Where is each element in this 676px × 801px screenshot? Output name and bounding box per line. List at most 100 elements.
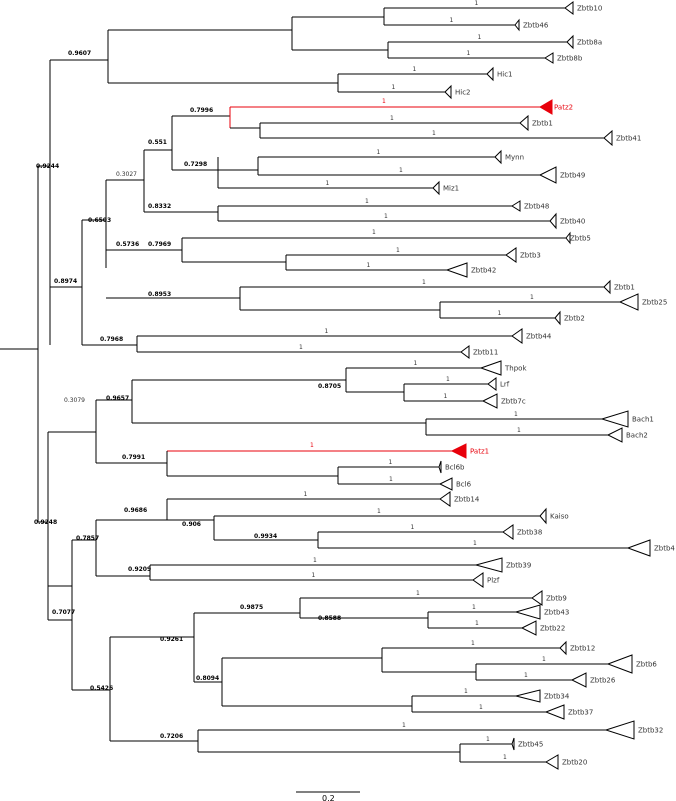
clade-triangle xyxy=(606,654,633,674)
support-value: 0.5736 xyxy=(116,241,139,248)
clade-triangle xyxy=(438,460,442,474)
clade-triangle xyxy=(444,84,452,100)
clade-triangle xyxy=(626,539,651,557)
taxon-label: Bach2 xyxy=(626,432,648,440)
clade-triangle xyxy=(494,149,502,165)
clade-triangle xyxy=(559,640,567,656)
taxon-label: Zbtb2 xyxy=(564,315,585,323)
taxon-label: Zbtb40 xyxy=(560,218,585,226)
support-value: 1 xyxy=(524,672,528,679)
support-value: 0.8588 xyxy=(318,615,341,622)
support-value: 1 xyxy=(467,50,471,57)
clade-triangle xyxy=(487,377,497,391)
support-value: 1 xyxy=(313,557,317,564)
support-value: 1 xyxy=(377,508,381,515)
support-value: 0.9209 xyxy=(128,566,151,573)
support-value: 0.7298 xyxy=(184,161,207,168)
support-value: 0.8094 xyxy=(196,675,219,682)
support-value: 1 xyxy=(325,328,329,335)
support-value: 0.9686 xyxy=(124,507,147,514)
clade-triangle xyxy=(481,393,498,409)
support-value: 1 xyxy=(399,167,403,174)
support-value: 1 xyxy=(396,247,400,254)
support-value: 1 xyxy=(389,459,393,466)
support-value: 1 xyxy=(384,213,388,220)
taxon-label: Zbtb41 xyxy=(616,135,641,143)
clade-triangle xyxy=(520,620,537,636)
support-value: 0.551 xyxy=(148,139,167,146)
support-value: 0.9248 xyxy=(34,519,57,526)
support-value: 0.9244 xyxy=(36,163,59,170)
support-value: 1 xyxy=(486,736,490,743)
clade-triangle xyxy=(450,443,467,459)
taxon-label: Zbtb38 xyxy=(517,529,542,537)
taxon-label: Bach1 xyxy=(632,416,654,424)
clade-triangle xyxy=(604,720,635,740)
clade-triangle xyxy=(445,262,468,278)
support-value: 1 xyxy=(390,115,394,122)
support-value: 1 xyxy=(367,262,371,269)
clade-triangle xyxy=(564,1,574,15)
support-value: 1 xyxy=(446,376,450,383)
support-value: 1 xyxy=(475,620,479,627)
support-value: 1 xyxy=(312,572,316,579)
support-value: 0.7857 xyxy=(76,535,99,542)
clade-triangle xyxy=(549,212,557,230)
taxon-label: Hic2 xyxy=(455,89,471,97)
clade-triangle xyxy=(505,247,517,263)
support-value: 1 xyxy=(392,84,396,91)
support-value: 0.3079 xyxy=(64,397,85,404)
clade-triangle xyxy=(539,507,547,525)
support-value: 1 xyxy=(414,360,418,367)
taxon-label: Zbtb43 xyxy=(544,609,569,617)
support-value: 1 xyxy=(530,294,534,301)
clade-triangle xyxy=(566,34,574,50)
support-value: 0.5426 xyxy=(90,685,113,692)
clade-triangle xyxy=(511,737,515,751)
support-value: 0.7077 xyxy=(52,609,75,616)
taxon-label: Zbtb8b xyxy=(557,55,583,63)
taxon-label: Zbtb11 xyxy=(473,349,498,357)
clade-triangle xyxy=(460,345,470,359)
taxon-label: Zbtb46 xyxy=(523,22,549,30)
clade-triangle xyxy=(502,524,514,540)
support-value: 1 xyxy=(326,180,330,187)
support-value: 1 xyxy=(310,442,314,449)
taxon-label: Hic1 xyxy=(497,71,513,79)
clade-triangle xyxy=(618,293,639,311)
support-value: 1 xyxy=(411,524,415,531)
taxon-label: Plzf xyxy=(487,577,500,585)
clade-triangle xyxy=(511,328,523,344)
support-value: 1 xyxy=(471,640,475,647)
taxon-label: Zbtb42 xyxy=(471,267,496,275)
support-value: 1 xyxy=(389,476,393,483)
clade-triangle xyxy=(511,200,521,212)
scale-bar-label: 0.2 xyxy=(322,794,335,801)
support-value: 0.9261 xyxy=(160,636,183,643)
support-value: 1 xyxy=(382,98,386,105)
support-value: 1 xyxy=(498,310,502,317)
clade-triangle xyxy=(479,360,502,376)
taxon-label: Zbtb9 xyxy=(546,595,567,603)
clade-triangle xyxy=(538,166,557,184)
clade-triangle xyxy=(544,704,565,720)
taxon-label: Zbtb1 xyxy=(614,284,635,292)
clade-triangle xyxy=(600,410,629,428)
clade-triangle xyxy=(544,52,554,64)
clade-triangle xyxy=(438,477,453,491)
clade-triangle xyxy=(472,572,484,588)
clade-triangle xyxy=(515,689,541,703)
taxon-label: Zbtb22 xyxy=(540,625,565,633)
support-value: 1 xyxy=(542,656,546,663)
taxon-label: Zbtb32 xyxy=(638,727,663,735)
clade-triangle xyxy=(519,114,529,132)
clade-triangle xyxy=(514,18,520,32)
taxon-label: Thpok xyxy=(504,365,527,373)
taxon-label: Zbtb49 xyxy=(560,172,585,180)
taxon-label: Zbtb37 xyxy=(568,709,593,717)
support-value: 0.9607 xyxy=(68,50,91,57)
support-value: 0.8953 xyxy=(148,291,171,298)
taxon-label: Mynn xyxy=(505,154,524,162)
support-value: 1 xyxy=(478,34,482,41)
